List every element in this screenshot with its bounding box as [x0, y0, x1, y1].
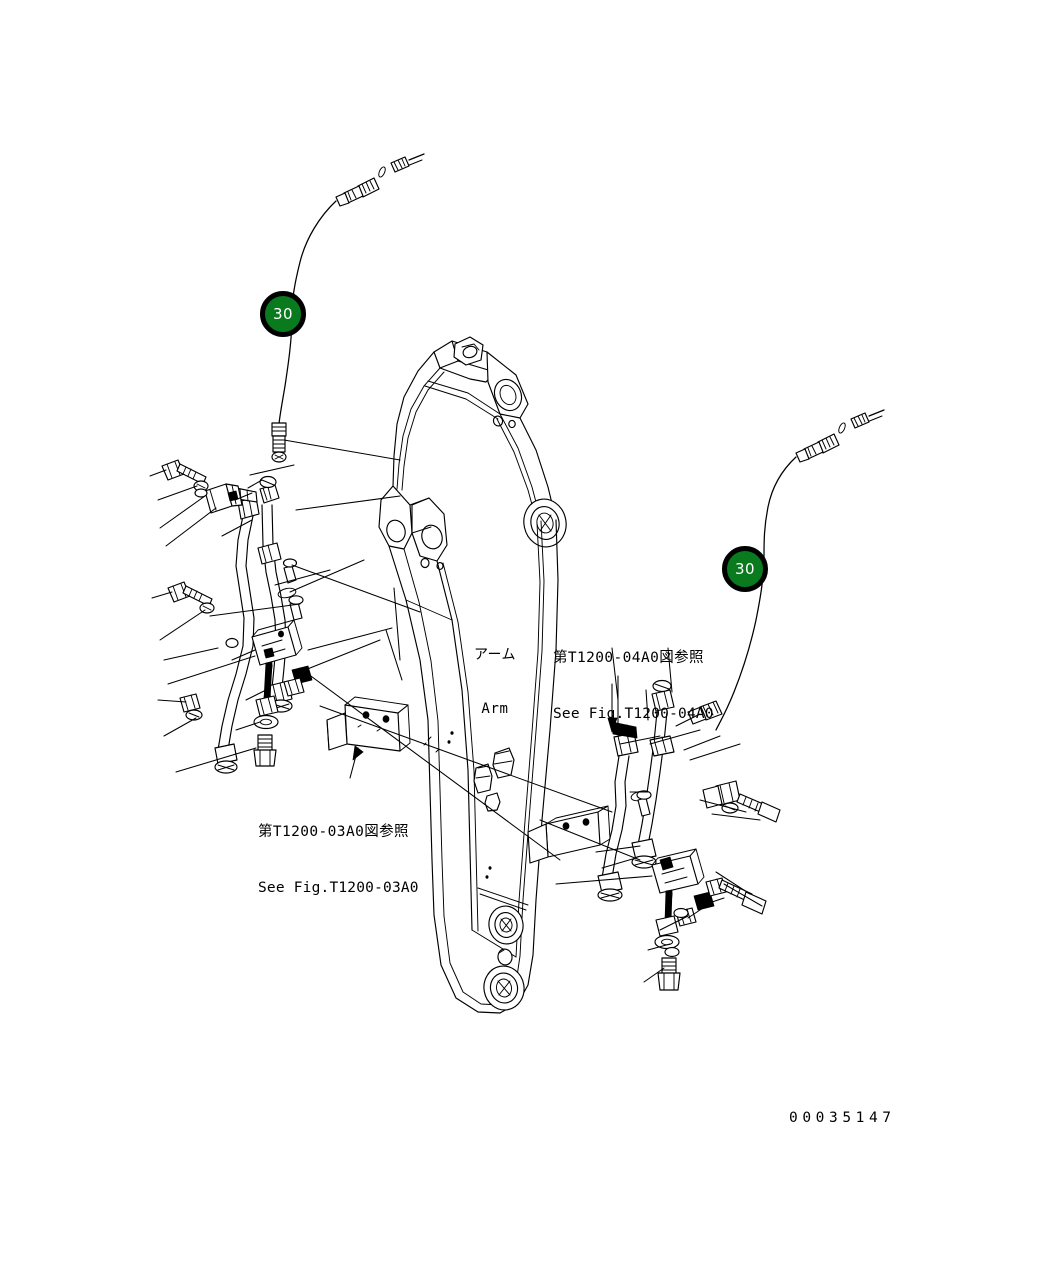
callout-number: 30: [734, 559, 756, 578]
hardware-left-upper: [161, 459, 239, 721]
hose-coupling-top-right: [795, 409, 885, 463]
hose-coupling-top-left: [335, 153, 425, 207]
mounting-bracket-right: [527, 805, 611, 864]
valve-block-right: [630, 790, 715, 991]
reference-label-left: 第T1200-03A0図参照 See Fig.T1200-03A0: [258, 786, 419, 934]
valve-block-left: [251, 587, 313, 767]
reference-label-right-jp: 第T1200-04A0図参照: [553, 650, 704, 667]
hydraulic-tube-assembly-right: [597, 679, 675, 902]
hose-run-right: [687, 456, 797, 731]
label-arm-en: Arm: [481, 700, 509, 717]
label-arm-jp: アーム: [474, 646, 516, 663]
callout-badge-30-right[interactable]: 30: [722, 546, 768, 592]
callout-badge-30-left[interactable]: 30: [260, 291, 306, 337]
reference-label-left-en: See Fig.T1200-03A0: [258, 879, 419, 896]
hardware-misc-right: [636, 790, 652, 817]
reference-label-left-jp: 第T1200-03A0図参照: [258, 824, 409, 841]
hydraulic-tube-assembly-left: [204, 475, 293, 774]
drawing-number: 00035147: [789, 1110, 896, 1126]
label-arm: アーム Arm: [474, 611, 516, 754]
leader-lines: [149, 439, 763, 983]
reference-label-right: 第T1200-04A0図参照 See Fig.T1200-04A0: [553, 612, 714, 760]
excavator-arm: [378, 336, 567, 1014]
mounting-bracket-left: [326, 696, 411, 752]
callout-number: 30: [272, 304, 294, 323]
hose-run-left: [271, 200, 337, 463]
hardware-misc-left: [282, 558, 304, 621]
reference-label-right-en: See Fig.T1200-04A0: [553, 705, 714, 722]
